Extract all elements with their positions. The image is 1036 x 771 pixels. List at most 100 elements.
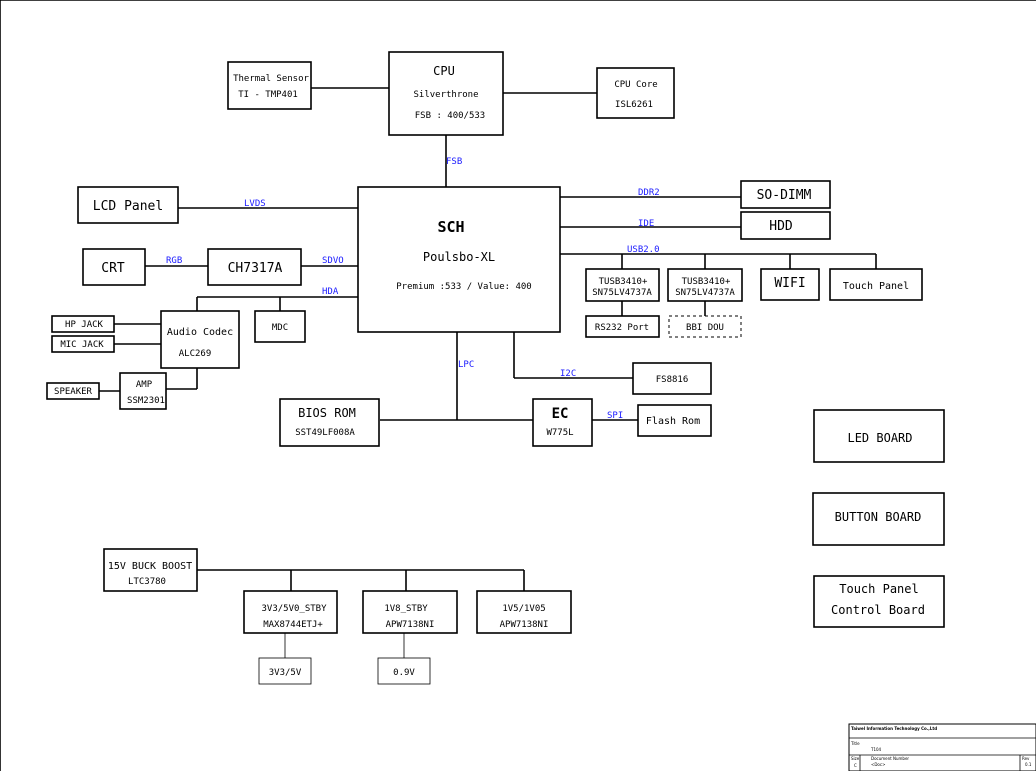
speaker-title: SPEAKER	[54, 387, 93, 397]
button-board-block: BUTTON BOARD	[812, 492, 945, 546]
speaker-block: SPEAKER	[46, 382, 100, 400]
audio-codec-title: Audio Codec	[167, 327, 233, 338]
output-0v9-block: 0.9V	[377, 657, 431, 685]
title-block-doc: <Doc>	[871, 762, 885, 767]
connection-lines	[99, 87, 877, 658]
ch7317a-block: CH7317A	[207, 248, 302, 286]
lcd-panel-title: LCD Panel	[93, 199, 163, 214]
hp-jack-block: HP JACK	[51, 315, 115, 333]
mdc-title: MDC	[272, 323, 288, 333]
rs232-title: RS232 Port	[595, 323, 649, 333]
bus-label-spi: SPI	[607, 411, 623, 421]
bus-label-i2c: I2C	[560, 369, 576, 379]
amp-block: AMP SSM2301	[119, 372, 167, 410]
title-block-size: C	[854, 763, 857, 768]
ec-part: W775L	[546, 428, 573, 438]
cpu-core-part: ISL6261	[615, 100, 653, 110]
flash-rom-block: Flash Rom	[637, 404, 712, 437]
regulator-3v3-title: 3V3/5V0_STBY	[261, 604, 327, 614]
regulator-1v8-part: APW7138NI	[386, 620, 435, 630]
bbi-dou-title: BBI DOU	[686, 323, 724, 333]
tusb-block-2: TUSB3410+ SN75LV4737A	[667, 268, 743, 302]
cpu-block: CPU Silverthrone FSB : 400/533	[388, 51, 504, 136]
output-0v9-title: 0.9V	[393, 668, 415, 678]
cpu-core-block: CPU Core ISL6261	[596, 67, 675, 119]
tusb-1-part: SN75LV4737A	[592, 288, 652, 298]
touch-control-board-block: Touch Panel Control Board	[813, 575, 945, 628]
output-3v3-5v-title: 3V3/5V	[269, 668, 302, 678]
sch-title: SCH	[437, 218, 464, 236]
flash-rom-title: Flash Rom	[646, 416, 700, 427]
sch-speed: Premium :533 / Value: 400	[396, 282, 531, 292]
bus-label-rgb: RGB	[166, 256, 182, 266]
touch-control-board-line2: Control Board	[831, 603, 925, 617]
ec-title: EC	[552, 406, 569, 422]
sch-model: Poulsbo-XL	[423, 250, 495, 264]
cpu-model: Silverthrone	[413, 90, 478, 100]
bus-label-fsb: FSB	[446, 157, 462, 167]
bus-label-usb: USB2.0	[627, 245, 660, 255]
thermal-sensor-part: TI - TMP401	[238, 90, 298, 100]
regulator-1v8-stby-block: 1V8_STBY APW7138NI	[362, 590, 458, 634]
regulator-1v5-part: APW7138NI	[500, 620, 549, 630]
title-block: Taiwel Information Technology Co.,Ltd Ti…	[848, 723, 1036, 771]
touch-panel-title: Touch Panel	[843, 281, 909, 292]
lcd-panel-block: LCD Panel	[77, 186, 179, 224]
bus-label-lpc: LPC	[458, 360, 474, 370]
tusb-block-1: TUSB3410+ SN75LV4737A	[585, 268, 660, 302]
amp-part: SSM2301	[127, 396, 165, 406]
wifi-block: WIFI	[760, 268, 820, 301]
thermal-sensor-title: Thermal Sensor	[233, 74, 309, 84]
bus-label-lvds: LVDS	[244, 199, 266, 209]
hdd-title: HDD	[769, 219, 793, 234]
ch7317a-title: CH7317A	[228, 261, 283, 276]
bus-label-ddr2: DDR2	[638, 188, 660, 198]
title-block-title: T104	[870, 747, 882, 752]
fs8816-block: FS8816	[632, 362, 712, 395]
wifi-title: WIFI	[774, 276, 805, 291]
buck-boost-block: 15V BUCK BOOST LTC3780	[103, 548, 198, 592]
crt-block: CRT	[82, 248, 146, 286]
bbi-dou-block: BBI DOU	[668, 315, 742, 338]
regulator-1v5-1v05-block: 1V5/1V05 APW7138NI	[476, 590, 572, 634]
rs232-block: RS232 Port	[585, 315, 660, 338]
title-block-doc-label: Document Number	[871, 756, 909, 761]
bios-rom-title: BIOS ROM	[298, 406, 356, 420]
buck-boost-part: LTC3780	[128, 577, 166, 587]
led-board-block: LED BOARD	[813, 409, 945, 463]
cpu-fsb: FSB : 400/533	[415, 111, 485, 121]
title-block-rev-label: Rev	[1022, 756, 1030, 761]
led-board-title: LED BOARD	[847, 431, 912, 445]
bus-label-hda: HDA	[322, 287, 339, 297]
mic-jack-title: MIC JACK	[60, 340, 104, 350]
hp-jack-title: HP JACK	[65, 320, 104, 330]
regulator-3v3-5v0-stby-block: 3V3/5V0_STBY MAX8744ETJ+	[243, 590, 338, 634]
touch-panel-block: Touch Panel	[829, 268, 923, 301]
fs8816-title: FS8816	[656, 375, 689, 385]
audio-codec-block: Audio Codec ALC269	[160, 310, 240, 369]
so-dimm-title: SO-DIMM	[757, 188, 812, 203]
title-block-size-label: Size	[851, 756, 860, 761]
bios-rom-block: BIOS ROM SST49LF008A	[279, 398, 380, 447]
regulator-3v3-part: MAX8744ETJ+	[263, 620, 323, 630]
ec-block: EC W775L	[532, 398, 593, 447]
bus-label-sdvo: SDVO	[322, 256, 344, 266]
amp-title: AMP	[136, 380, 153, 390]
so-dimm-block: SO-DIMM	[740, 180, 831, 209]
tusb-2-title: TUSB3410+	[682, 277, 731, 287]
audio-codec-part: ALC269	[179, 349, 212, 359]
buck-boost-title: 15V BUCK BOOST	[108, 561, 192, 572]
mdc-block: MDC	[254, 310, 306, 343]
tusb-2-part: SN75LV4737A	[675, 288, 735, 298]
cpu-title: CPU	[433, 64, 455, 78]
title-block-company: Taiwel Information Technology Co.,Ltd	[851, 726, 937, 731]
cpu-core-title: CPU Core	[614, 80, 657, 90]
button-board-title: BUTTON BOARD	[835, 510, 922, 524]
title-block-title-label: Title	[850, 741, 860, 746]
mic-jack-block: MIC JACK	[51, 335, 115, 353]
output-3v3-5v-block: 3V3/5V	[258, 657, 312, 685]
tusb-1-title: TUSB3410+	[599, 277, 648, 287]
crt-title: CRT	[101, 261, 125, 276]
thermal-sensor-block: Thermal Sensor TI - TMP401	[227, 61, 312, 110]
